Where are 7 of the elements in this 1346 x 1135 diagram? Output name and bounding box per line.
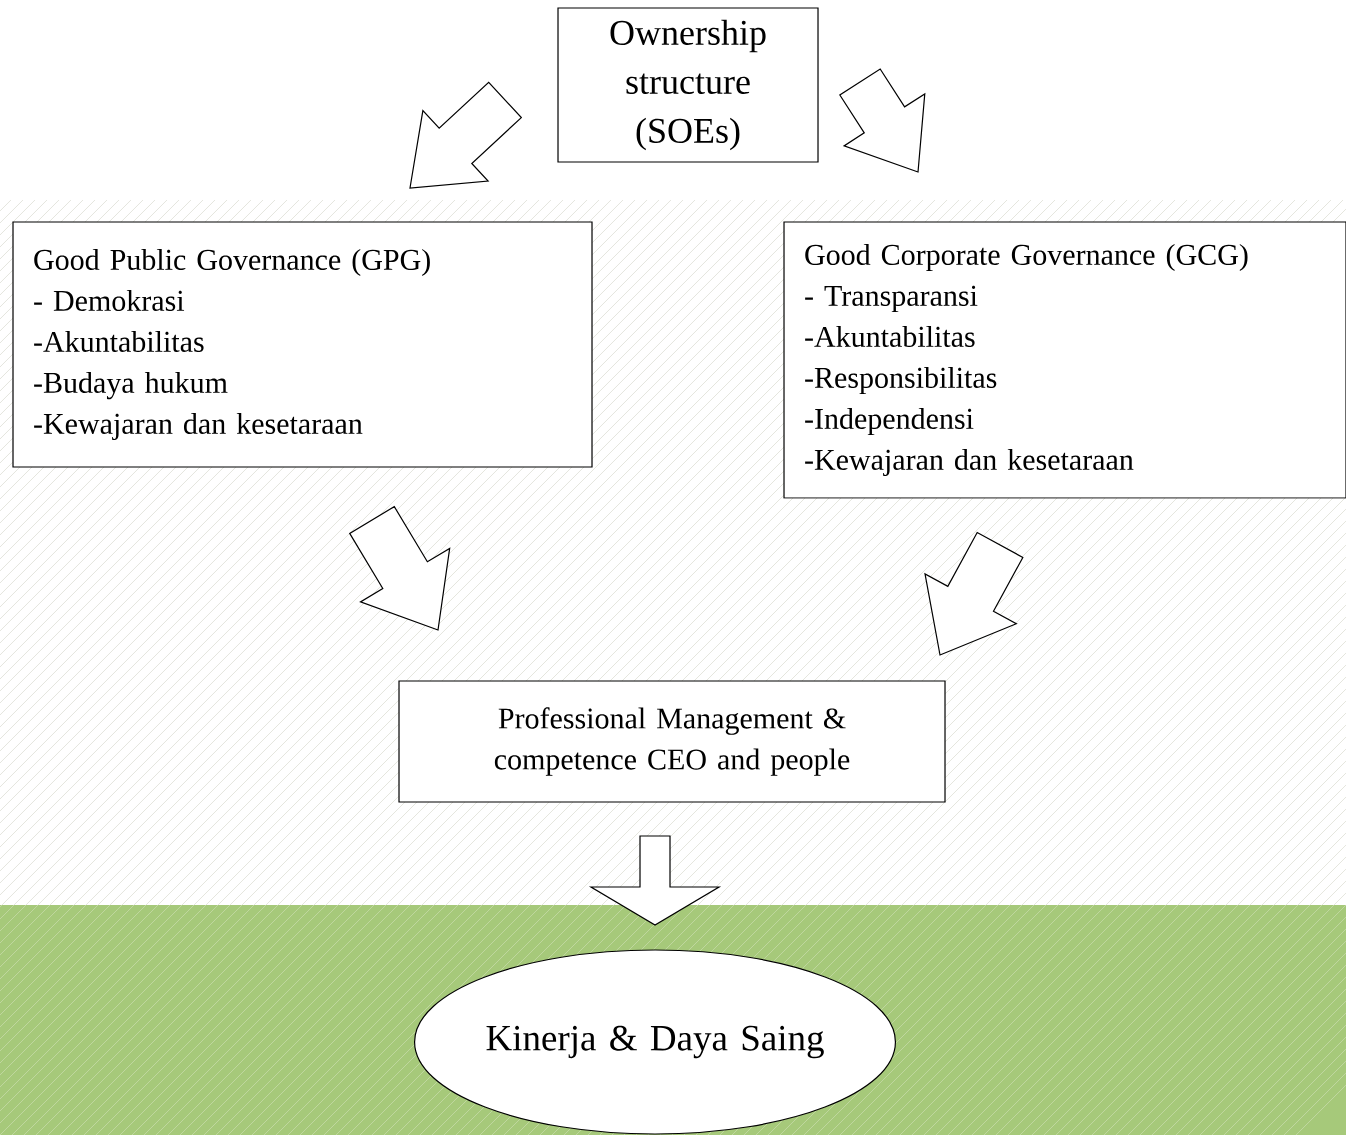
block-arrow: [924, 531, 1024, 656]
block-arrow: [588, 835, 722, 926]
text-box: Good Corporate Governance (GCG) - Transparansi -Akuntabilitas -Responsibilitas -Independensi -Kewajaran dan kesetaraan: [783, 221, 1346, 499]
block-arrow: [839, 68, 926, 173]
text-box: Professional Management & competence CEO and people: [398, 680, 946, 803]
text-box: Good Public Governance (GPG) - Demokrasi -Akuntabilitas -Budaya hukum -Kewajaran dan kesetaraan: [12, 221, 593, 468]
text-box: Ownership structure (SOEs): [557, 7, 819, 163]
